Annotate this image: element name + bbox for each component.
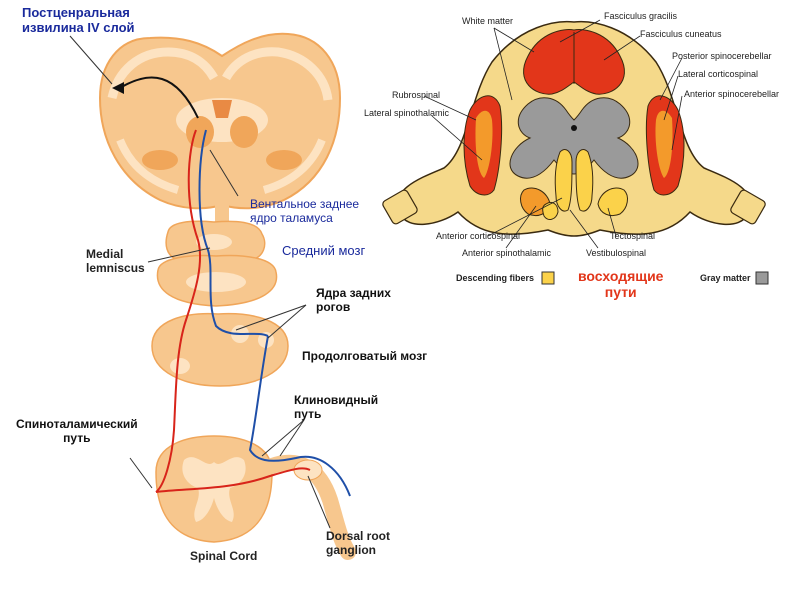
label-white-matter: White matter: [462, 16, 514, 26]
cortex-arrow: [119, 76, 199, 119]
label-dorsal-horn-nuclei: Ядра задних рогов: [316, 286, 391, 314]
label-postcentral: Постценральная извилина IV слой: [22, 5, 135, 35]
label-fasciculus-cuneatus: Fasciculus cuneatus: [640, 29, 722, 39]
pathway-blue: [198, 129, 351, 497]
label-spinothalamic: Спиноталамический путь: [16, 417, 138, 445]
cortex-arrowhead: [112, 82, 124, 94]
legend-gray-matter: Gray matter: [700, 273, 751, 283]
pointer-lines-left: [69, 35, 331, 529]
label-tectospinal: Tectospinal: [610, 231, 656, 241]
label-ascending-paths: восходящие пути: [578, 268, 664, 301]
label-medial-lemniscus: Medial lemniscus: [86, 247, 145, 275]
label-anterior-corticospinal: Anterior corticospinal: [436, 231, 521, 241]
label-midbrain: Средний мозг: [282, 243, 366, 258]
label-spinal-cord: Spinal Cord: [190, 549, 258, 563]
pointer-lines-right: [423, 19, 683, 249]
pathway-red: [155, 129, 311, 493]
label-rubrospinal: Rubrospinal: [392, 90, 441, 100]
legend-swatch-descending: [541, 271, 555, 285]
label-drg: Dorsal root ganglion: [326, 529, 391, 557]
label-anterior-spinothalamic: Anterior spinothalamic: [462, 248, 552, 258]
legend-descending-fibers: Descending fibers: [456, 273, 535, 283]
label-lateral-corticospinal: Lateral corticospinal: [678, 69, 759, 79]
label-thalamus: Вентальное заднее ядро таламуса: [250, 197, 360, 225]
spinal-cord-section: [155, 435, 356, 560]
label-lateral-spinothalamic: Lateral spinothalamic: [364, 108, 450, 118]
label-cuneate-path: Клиновидный путь: [294, 393, 379, 421]
label-fasciculus-gracilis: Fasciculus gracilis: [604, 11, 678, 21]
cord-cross-section: [382, 20, 766, 237]
medulla-section: [151, 312, 289, 387]
label-anterior-spinocerebellar: Anterior spinocerebellar: [684, 89, 780, 99]
label-vestibulospinal: Vestibulospinal: [586, 248, 647, 258]
pons-section: [156, 254, 278, 307]
legend-swatch-gray: [755, 271, 769, 285]
label-posterior-spinocerebellar: Posterior spinocerebellar: [672, 51, 772, 61]
label-medulla: Продолговатый мозг: [302, 349, 428, 363]
